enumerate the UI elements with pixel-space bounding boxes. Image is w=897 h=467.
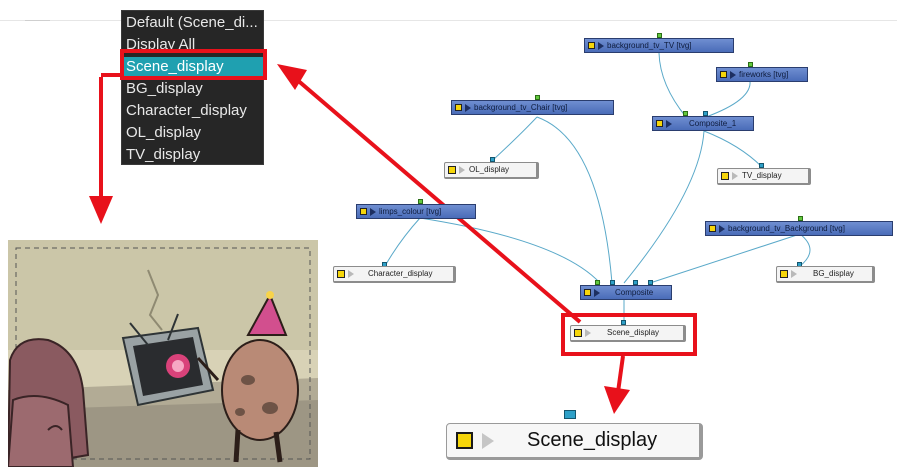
node-label: Character_display [368,269,433,278]
node-yellow-square-icon [448,166,456,174]
port-output[interactable] [418,199,423,204]
port-input[interactable] [633,280,638,285]
node-label: limps_colour [tvg] [379,207,442,216]
node-play-triangle-icon [348,270,354,278]
node-label: background_tv_Chair [tvg] [474,103,568,112]
node-yellow-square-icon [720,71,727,78]
node-label: fireworks [tvg] [739,70,789,79]
zoomed-node-port [564,410,576,419]
node-play-triangle-icon [791,270,797,278]
port-output[interactable] [535,95,540,100]
node-label: background_tv_TV [tvg] [607,41,692,50]
port-input[interactable] [490,157,495,162]
node-play-triangle-icon [585,329,591,337]
port-input[interactable] [648,280,653,285]
node-yellow-square-icon [721,172,729,180]
zoomed-node-label: Scene_display [527,429,658,451]
node-label: Composite [615,288,654,297]
node-label: background_tv_Background [tvg] [728,224,845,233]
node-yellow-square-icon [574,329,582,337]
node-play-triangle-icon [465,104,471,112]
display-node-character[interactable]: Character_display [333,266,456,283]
menu-item-character-display[interactable]: Character_display [126,102,247,119]
node-yellow-square-icon [455,104,462,111]
node-composite[interactable]: Composite [580,285,672,300]
node-background-tv-background[interactable]: background_tv_Background [tvg] [705,221,893,236]
menu-item-scene-display[interactable]: Scene_display [124,57,263,77]
node-yellow-square-icon [337,270,345,278]
display-node-tv[interactable]: TV_display [717,168,811,185]
scene-preview-image [8,240,318,467]
display-node-scene[interactable]: Scene_display [570,325,686,342]
port-output[interactable] [657,33,662,38]
display-dropdown-menu[interactable]: Default (Scene_di... Display All Scene_d… [121,10,264,165]
node-label: BG_display [813,269,854,278]
top-divider [0,20,897,21]
scene-node-highlight-box [561,313,697,356]
node-play-triangle-icon [594,289,600,297]
node-yellow-square-icon [360,208,367,215]
node-label: OL_display [469,165,510,174]
node-play-triangle-icon [666,120,672,128]
node-play-triangle-icon [598,42,604,50]
node-label: Scene_display [607,328,660,337]
node-yellow-square-icon [656,120,663,127]
menu-item-tv-display[interactable]: TV_display [126,146,201,163]
port-input[interactable] [595,280,600,285]
port-output[interactable] [798,216,803,221]
menu-item-bg-display[interactable]: BG_display [126,80,203,97]
node-yellow-square-icon [456,432,473,449]
scene-illustration [8,240,318,467]
port-input[interactable] [683,111,688,116]
node-label: Composite_1 [689,119,737,128]
menu-item-ol-display[interactable]: OL_display [126,124,202,141]
display-node-ol[interactable]: OL_display [444,162,539,179]
node-limps-colour[interactable]: limps_colour [tvg] [356,204,476,219]
node-yellow-square-icon [780,270,788,278]
node-play-triangle-icon [459,166,465,174]
port-input[interactable] [759,163,764,168]
node-label: TV_display [742,171,782,180]
port-input[interactable] [621,320,626,325]
node-fireworks[interactable]: fireworks [tvg] [716,67,808,82]
port-input[interactable] [610,280,615,285]
node-background-tv-tv[interactable]: background_tv_TV [tvg] [584,38,734,53]
node-yellow-square-icon [709,225,716,232]
node-background-tv-chair[interactable]: background_tv_Chair [tvg] [451,100,614,115]
node-play-triangle-icon [370,208,376,216]
node-yellow-square-icon [584,289,591,296]
node-play-triangle-icon [719,225,725,233]
node-play-triangle-icon [482,433,494,449]
node-yellow-square-icon [588,42,595,49]
port-output[interactable] [748,62,753,67]
menu-item-default[interactable]: Default (Scene_di... [126,14,258,31]
node-play-triangle-icon [730,71,736,79]
top-divider-tab [25,20,50,21]
node-composite-1[interactable]: Composite_1 [652,116,754,131]
zoomed-scene-display-node: Scene_display [446,423,703,460]
port-input[interactable] [703,111,708,116]
node-play-triangle-icon [732,172,738,180]
menu-highlight-box [120,49,267,80]
menu-item-display-all[interactable]: Display All [126,36,196,53]
display-node-bg[interactable]: BG_display [776,266,875,283]
